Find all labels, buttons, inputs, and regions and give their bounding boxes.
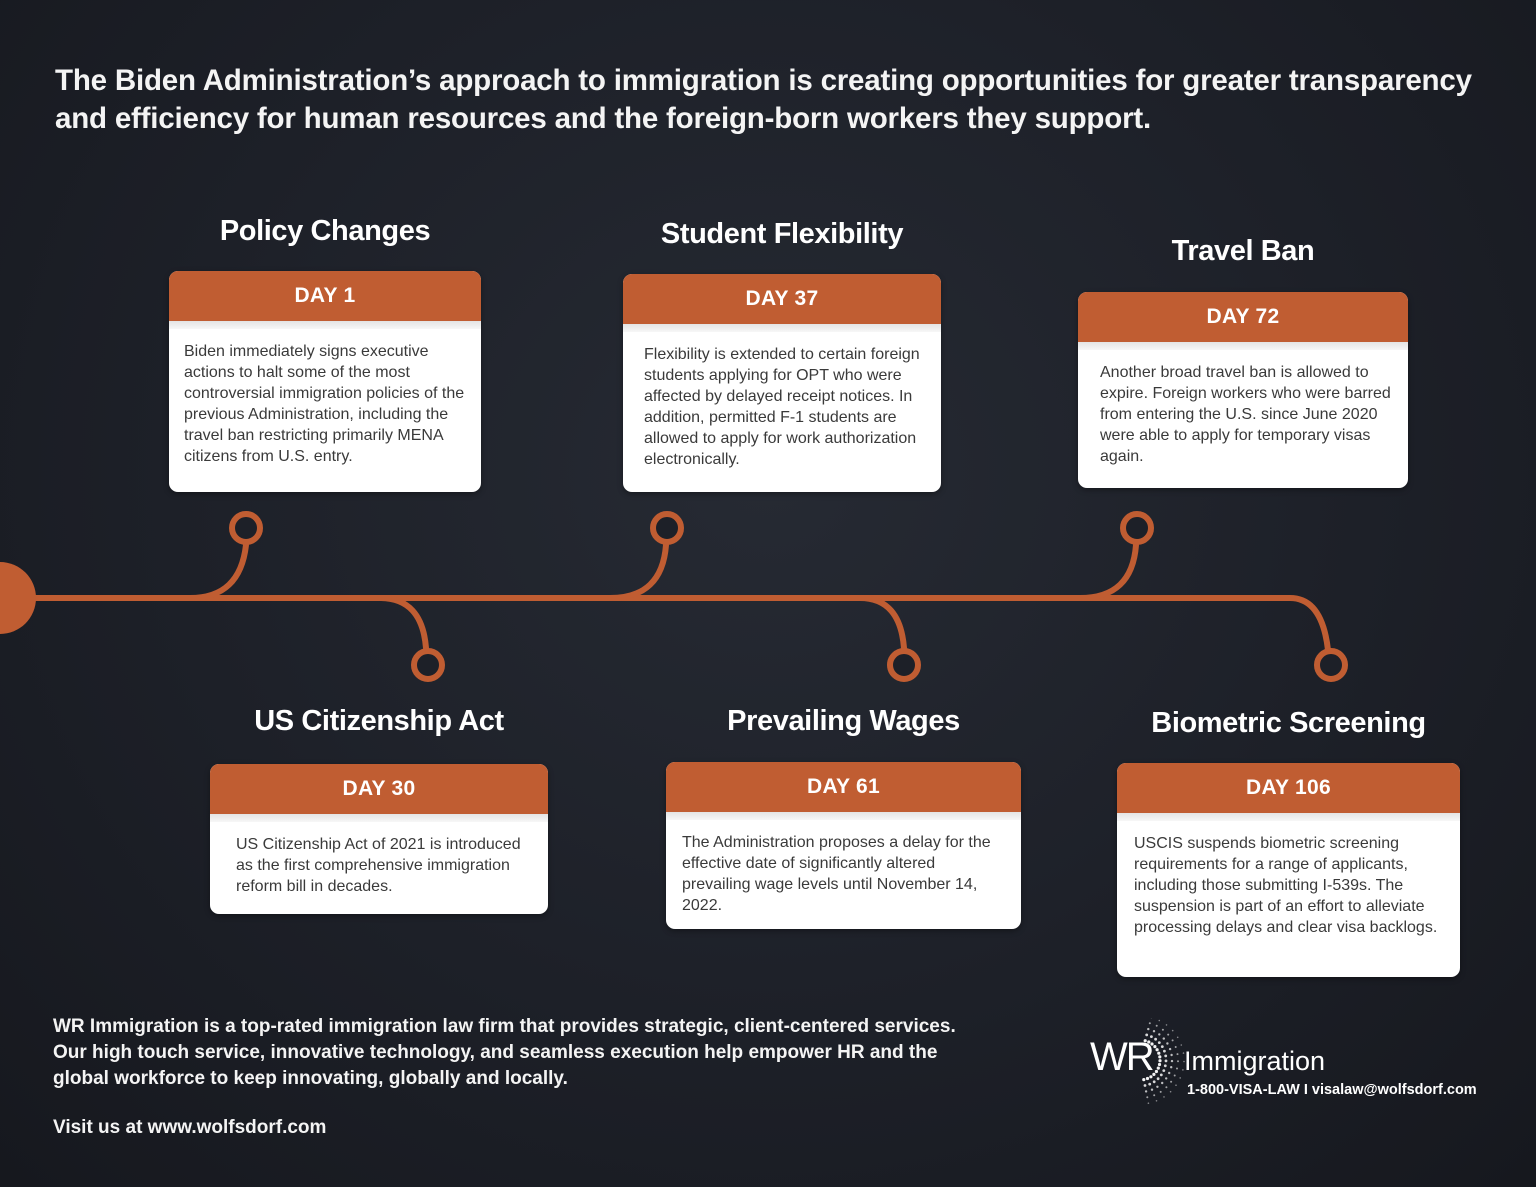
- timeline-node-day106: [1314, 648, 1348, 682]
- timeline-node-day30: [411, 648, 445, 682]
- wr-immigration-logo: WR Immigration 1-800-VISA-LAW I visalaw@…: [1088, 1018, 1528, 1108]
- day-badge: DAY 61: [666, 762, 1021, 812]
- milestone-us-citizenship-act: US Citizenship Act DAY 30 US Citizenship…: [210, 705, 548, 917]
- milestone-travel-ban: Travel Ban DAY 72 Another broad travel b…: [1078, 235, 1408, 491]
- dotted-globe-icon: [1142, 1018, 1185, 1104]
- firm-description: WR Immigration is a top-rated immigratio…: [53, 1016, 956, 1089]
- milestone-card: DAY 72 Another broad travel ban is allow…: [1078, 292, 1408, 488]
- day-badge: DAY 30: [210, 764, 548, 814]
- headline: The Biden Administration’s approach to i…: [55, 64, 1472, 135]
- card-divider: [210, 814, 548, 822]
- timeline-node-day72: [1120, 511, 1154, 545]
- milestone-title: Student Flexibility: [660, 218, 904, 250]
- timeline-node-day37: [650, 511, 684, 545]
- timeline-start-dot: [0, 562, 36, 634]
- milestone-card: DAY 30 US Citizenship Act of 2021 is int…: [210, 764, 548, 914]
- milestone-card: DAY 106 USCIS suspends biometric screeni…: [1117, 763, 1460, 977]
- milestone-card: DAY 61 The Administration proposes a del…: [666, 762, 1021, 929]
- day-badge: DAY 37: [623, 274, 941, 324]
- card-divider: [169, 321, 481, 329]
- day-badge: DAY 1: [169, 271, 481, 321]
- milestone-description: USCIS suspends biometric screening requi…: [1134, 835, 1438, 936]
- milestone-prevailing-wages: Prevailing Wages DAY 61 The Administrati…: [666, 705, 1021, 931]
- website-link[interactable]: Visit us at www.wolfsdorf.com: [53, 1117, 327, 1138]
- milestone-description: US Citizenship Act of 2021 is introduced…: [236, 836, 521, 895]
- card-divider: [623, 324, 941, 332]
- milestone-policy-changes: Policy Changes DAY 1 Biden immediately s…: [169, 215, 481, 495]
- logo-name: Immigration: [1184, 1046, 1326, 1076]
- milestone-title: Biometric Screening: [1151, 707, 1426, 739]
- card-divider: [1117, 813, 1460, 821]
- milestone-description: Biden immediately signs executive action…: [184, 343, 465, 465]
- milestone-card: DAY 1 Biden immediately signs executive …: [169, 271, 481, 492]
- milestone-title: Policy Changes: [219, 215, 431, 247]
- card-divider: [666, 812, 1021, 820]
- milestone-card: DAY 37 Flexibility is extended to certai…: [623, 274, 941, 492]
- contact-info: 1-800-VISA-LAW I visalaw@wolfsdorf.com: [1187, 1082, 1477, 1098]
- timeline-node-day1: [229, 511, 263, 545]
- milestone-student-flexibility: Student Flexibility DAY 37 Flexibility i…: [623, 218, 941, 494]
- card-divider: [1078, 342, 1408, 350]
- day-badge: DAY 106: [1117, 763, 1460, 813]
- milestone-description: The Administration proposes a delay for …: [682, 834, 991, 914]
- milestone-title: US Citizenship Act: [254, 705, 504, 737]
- timeline-node-day61: [887, 648, 921, 682]
- day-badge: DAY 72: [1078, 292, 1408, 342]
- milestone-description: Flexibility is extended to certain forei…: [644, 346, 920, 468]
- milestone-title: Travel Ban: [1171, 235, 1315, 267]
- milestone-title: Prevailing Wages: [727, 705, 960, 737]
- logo-mark: WR: [1090, 1035, 1155, 1079]
- milestone-biometric-screening: Biometric Screening DAY 106 USCIS suspen…: [1117, 707, 1460, 980]
- milestone-description: Another broad travel ban is allowed to e…: [1100, 364, 1391, 465]
